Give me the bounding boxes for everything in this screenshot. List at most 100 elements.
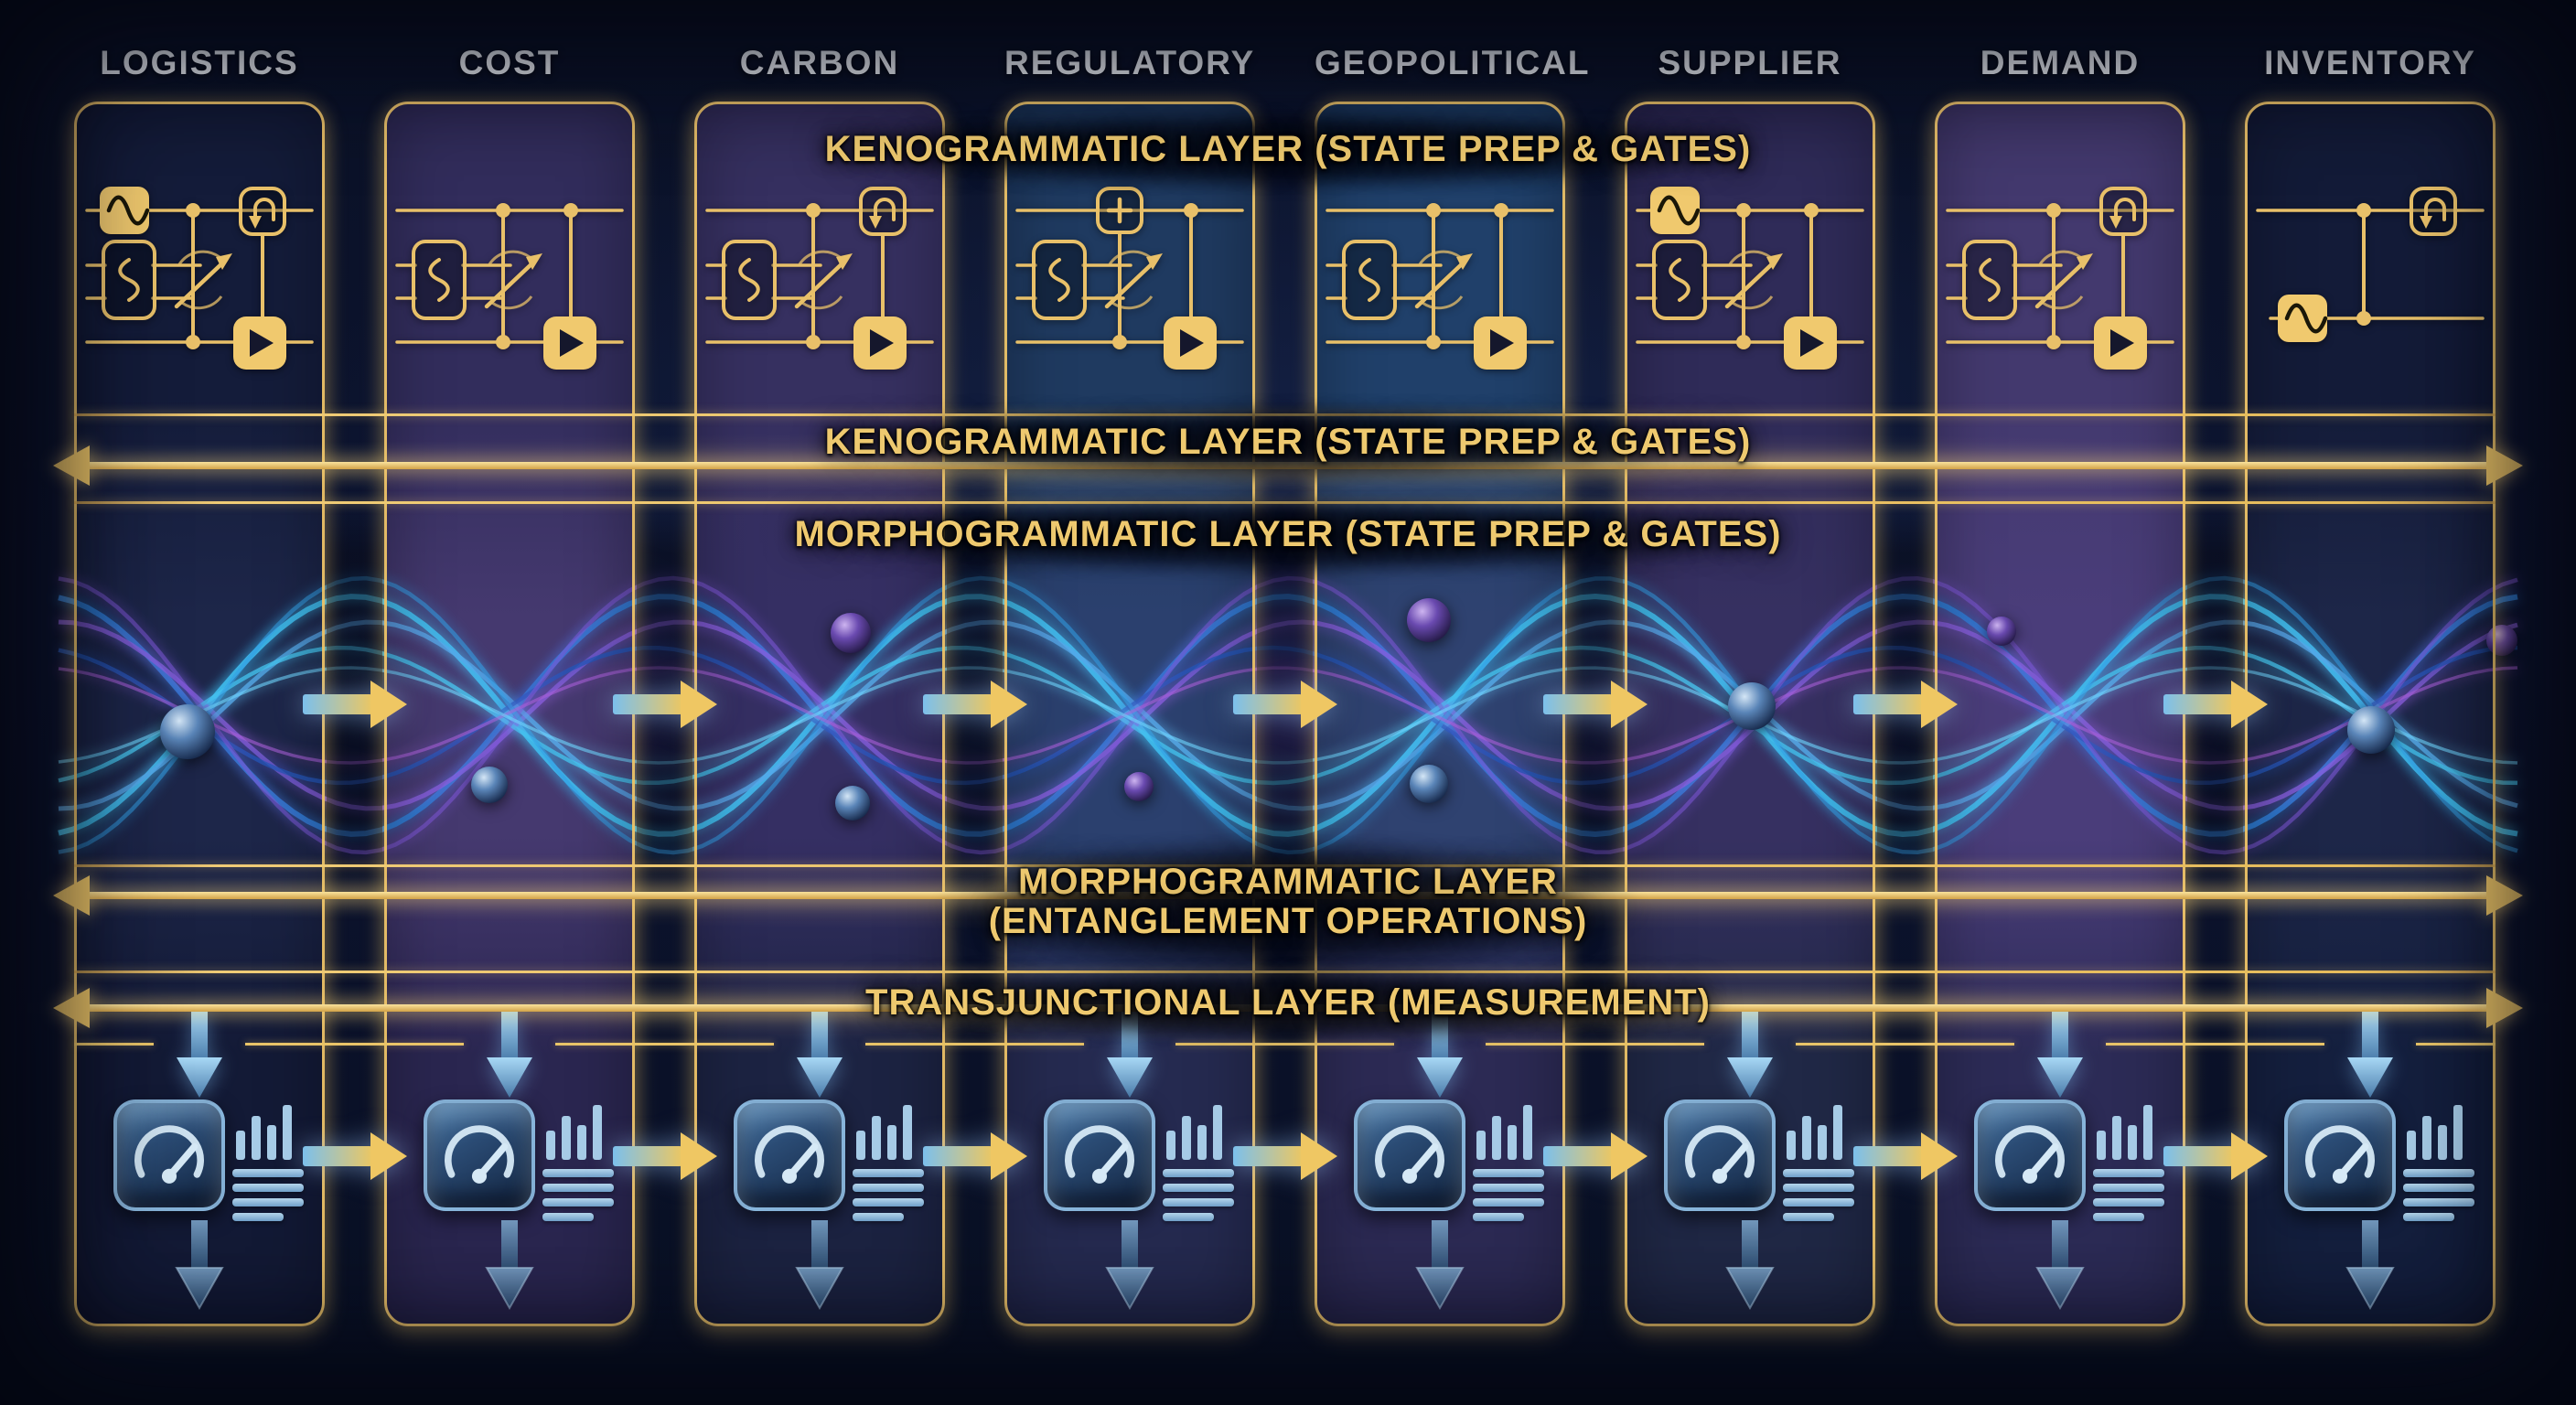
report-lines-icon — [2403, 1198, 2474, 1207]
layer-label-line1: MORPHOGRAMMATIC LAYER — [1018, 862, 1558, 902]
down-arrow-icon — [789, 1220, 850, 1314]
column-header: DEMAND — [1980, 44, 2141, 81]
bar-chart-icon — [2407, 1103, 2465, 1164]
quantum-circuit-icon — [1015, 181, 1244, 375]
flow-arrow-icon — [1232, 1132, 1337, 1185]
report-lines-icon — [232, 1169, 304, 1177]
report-lines-icon — [1163, 1213, 1214, 1221]
layer-divider-line — [74, 971, 2496, 973]
report-lines-icon — [853, 1198, 924, 1207]
measurement-baseline-segment — [555, 1043, 774, 1046]
gauge-meter-icon — [1044, 1099, 1155, 1211]
measurement-baseline-segment — [1486, 1043, 1704, 1046]
flow-arrow-icon — [612, 1132, 717, 1185]
measurement-baseline-segment — [2106, 1043, 2324, 1046]
flow-arrow-icon — [302, 681, 407, 733]
report-lines-icon — [542, 1184, 614, 1192]
flow-arrow-icon — [1542, 1132, 1648, 1185]
down-arrow-icon — [789, 1010, 850, 1104]
gauge-meter-icon — [2284, 1099, 2396, 1211]
report-lines-icon — [232, 1198, 304, 1207]
report-lines-icon — [542, 1198, 614, 1207]
measurement-baseline-segment — [865, 1043, 1084, 1046]
down-arrow-icon — [2030, 1220, 2090, 1314]
report-lines-icon — [2403, 1184, 2474, 1192]
quantum-circuit-icon — [395, 181, 624, 375]
flow-arrow-icon — [1852, 681, 1958, 733]
bar-chart-icon — [1476, 1103, 1535, 1164]
measurement-baseline-segment — [2416, 1043, 2496, 1046]
report-lines-icon — [853, 1184, 924, 1192]
gauge-meter-icon — [1974, 1099, 2086, 1211]
bar-chart-icon — [2097, 1103, 2155, 1164]
down-arrow-icon — [1100, 1220, 1160, 1314]
measurement-baseline-segment — [1175, 1043, 1394, 1046]
flow-arrow-icon — [2163, 1132, 2268, 1185]
bar-chart-icon — [546, 1103, 605, 1164]
column-header: LOGISTICS — [100, 44, 299, 81]
quantum-circuit-icon — [1946, 181, 2174, 375]
down-arrow-icon — [1410, 1010, 1470, 1104]
measurement-baseline-segment — [74, 1043, 154, 1046]
report-lines-icon — [2093, 1169, 2164, 1177]
layer-label-morphogrammatic-entanglement: MORPHOGRAMMATIC LAYER (ENTANGLEMENT OPER… — [0, 863, 2576, 941]
flow-arrow-icon — [1852, 1132, 1958, 1185]
layer-label-morphogrammatic-state-prep: MORPHOGRAMMATIC LAYER (STATE PREP & GATE… — [794, 514, 1782, 554]
report-lines-icon — [2403, 1169, 2474, 1177]
layer-flow-arrow — [88, 462, 2488, 469]
down-arrow-icon — [479, 1220, 540, 1314]
column-header: COST — [458, 44, 561, 81]
down-arrow-icon — [169, 1220, 230, 1314]
column-header: GEOPOLITICAL — [1315, 44, 1591, 81]
report-lines-icon — [2093, 1184, 2164, 1192]
column-header: SUPPLIER — [1658, 44, 1842, 81]
bar-chart-icon — [1787, 1103, 1845, 1164]
layer-divider-line — [74, 413, 2496, 416]
down-arrow-icon — [1720, 1220, 1780, 1314]
report-lines-icon — [542, 1169, 614, 1177]
down-arrow-icon — [1410, 1220, 1470, 1314]
report-lines-icon — [542, 1213, 594, 1221]
down-arrow-icon — [479, 1010, 540, 1104]
report-lines-icon — [232, 1213, 284, 1221]
layer-label-transjunctional: TRANSJUNCTIONAL LAYER (MEASUREMENT) — [865, 982, 1711, 1023]
report-lines-icon — [2093, 1213, 2144, 1221]
report-lines-icon — [1783, 1169, 1854, 1177]
report-lines-icon — [1163, 1169, 1234, 1177]
column-header: REGULATORY — [1004, 44, 1256, 81]
flow-arrow-icon — [922, 1132, 1027, 1185]
flow-arrow-icon — [2163, 681, 2268, 733]
report-lines-icon — [853, 1213, 904, 1221]
flow-arrow-icon — [302, 1132, 407, 1185]
bar-chart-icon — [856, 1103, 915, 1164]
report-lines-icon — [1783, 1184, 1854, 1192]
down-arrow-icon — [2340, 1010, 2400, 1104]
report-lines-icon — [1783, 1213, 1834, 1221]
down-arrow-icon — [2340, 1220, 2400, 1314]
report-lines-icon — [1783, 1198, 1854, 1207]
measurement-baseline-segment — [1796, 1043, 2014, 1046]
report-lines-icon — [1473, 1213, 1524, 1221]
flow-arrow-icon — [1232, 681, 1337, 733]
down-arrow-icon — [1100, 1010, 1160, 1104]
gauge-meter-icon — [734, 1099, 845, 1211]
report-lines-icon — [1473, 1169, 1544, 1177]
bar-chart-icon — [236, 1103, 295, 1164]
report-lines-icon — [853, 1169, 924, 1177]
report-lines-icon — [232, 1184, 304, 1192]
layer-label-line2: (ENTANGLEMENT OPERATIONS) — [988, 901, 1588, 941]
quantum-circuit-icon — [2256, 181, 2485, 375]
quantum-circuit-icon — [1636, 181, 1864, 375]
report-lines-icon — [1473, 1184, 1544, 1192]
report-lines-icon — [2093, 1198, 2164, 1207]
layer-label-kenogrammatic-band: KENOGRAMMATIC LAYER (STATE PREP & GATES) — [824, 422, 1752, 462]
quantum-circuit-icon — [705, 181, 934, 375]
measurement-baseline-segment — [245, 1043, 464, 1046]
down-arrow-icon — [169, 1010, 230, 1104]
column-header: INVENTORY — [2264, 44, 2476, 81]
gauge-meter-icon — [1354, 1099, 1465, 1211]
gauge-meter-icon — [1664, 1099, 1776, 1211]
gauge-meter-icon — [113, 1099, 225, 1211]
flow-arrow-icon — [612, 681, 717, 733]
